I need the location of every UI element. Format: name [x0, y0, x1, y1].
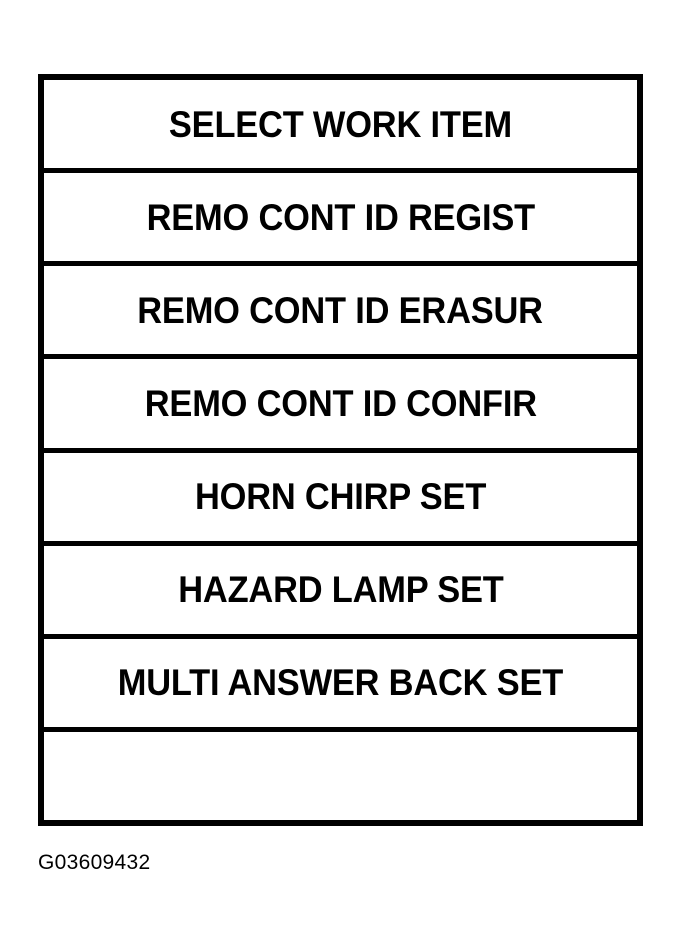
menu-item-horn-chirp-set[interactable]: HORN CHIRP SET — [44, 452, 637, 546]
menu-item-hazard-lamp-set[interactable]: HAZARD LAMP SET — [44, 545, 637, 639]
menu-row-label: HORN CHIRP SET — [194, 476, 487, 518]
menu-item-remo-cont-id-erasur[interactable]: REMO CONT ID ERASUR — [44, 266, 637, 360]
menu-item-multi-answer-back-set[interactable]: MULTI ANSWER BACK SET — [44, 638, 637, 732]
menu-row-label: MULTI ANSWER BACK SET — [117, 662, 564, 704]
menu-row-label: REMO CONT ID CONFIR — [144, 382, 537, 424]
menu-item-remo-cont-id-confir[interactable]: REMO CONT ID CONFIR — [44, 359, 637, 453]
menu-item-remo-cont-id-regist[interactable]: REMO CONT ID REGIST — [44, 173, 637, 267]
menu-row-title: SELECT WORK ITEM — [44, 80, 637, 174]
menu-row-label: SELECT WORK ITEM — [168, 103, 513, 145]
figure-caption: G03609432 — [38, 851, 151, 874]
menu-row-label: HAZARD LAMP SET — [177, 569, 504, 611]
select-work-item-menu: SELECT WORK ITEM REMO CONT ID REGIST REM… — [38, 74, 643, 826]
menu-row-blank[interactable] — [44, 731, 637, 820]
menu-row-label: REMO CONT ID ERASUR — [137, 289, 544, 331]
menu-row-label: REMO CONT ID REGIST — [146, 196, 535, 238]
